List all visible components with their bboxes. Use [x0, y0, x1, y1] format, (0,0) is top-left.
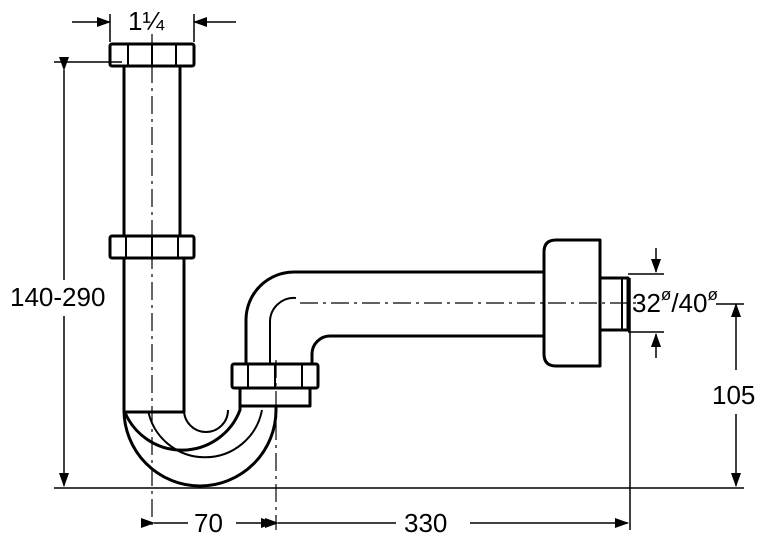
outlet-height-label: 105	[712, 380, 755, 410]
outlet-diameter-small: 32	[632, 288, 661, 318]
lower-vertical-tube	[122, 254, 186, 414]
siphon-body	[108, 42, 630, 488]
diameter-symbol-1: ø	[661, 285, 671, 304]
outlet-bend-inner	[268, 296, 297, 366]
u-bend	[122, 403, 278, 488]
outlet-stub	[598, 276, 630, 332]
outlet-diameter-large: 40	[679, 288, 708, 318]
right-nut	[230, 362, 320, 408]
outlet-diameter-label: 32ø/40ø	[632, 285, 718, 318]
offset-label: 70	[194, 508, 223, 538]
height-range-label: 140-290	[10, 282, 105, 312]
inlet-size-label: 1¼	[128, 6, 164, 36]
length-label: 330	[404, 508, 447, 538]
u-bend-inner-lines	[147, 409, 263, 459]
outlet-bend-pipe	[244, 270, 550, 370]
dimension-lines	[54, 14, 744, 530]
centre-lines	[151, 34, 640, 530]
diameter-symbol-2: ø	[707, 285, 717, 304]
